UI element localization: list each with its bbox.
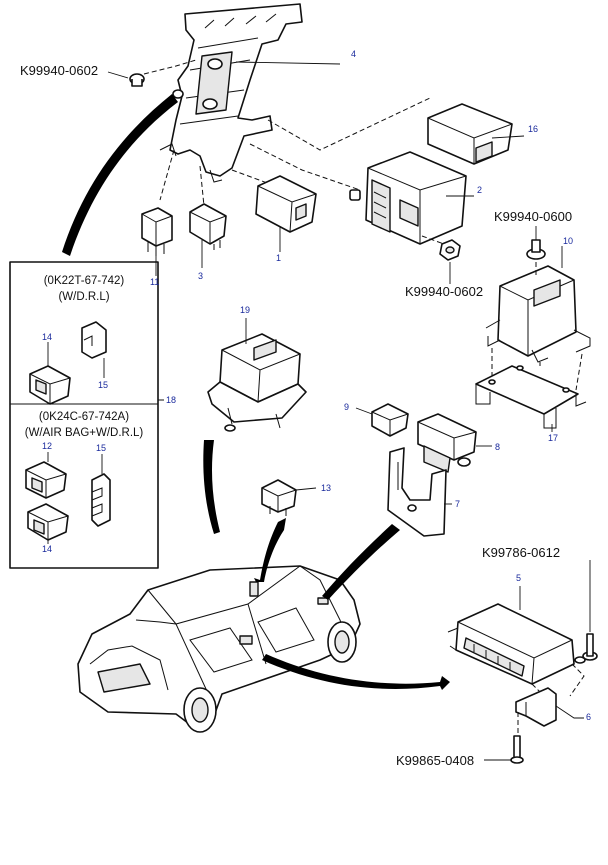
bolt-k99940-0600 [526,239,546,260]
leader-13 [295,487,317,491]
leader-0602-top [107,71,129,79]
bolt-k99940-0602-top [129,73,145,87]
flasher-unit-19 [207,333,307,432]
sweep-arrow-to-5 [262,654,450,690]
bolt-k99865-0408 [510,735,524,764]
dash-10-17 [491,348,583,391]
callout-15-variant2: 15 [96,443,106,453]
part-number-k99940-0602-top: K99940-0602 [20,63,98,78]
callout-15-variant1: 15 [98,380,108,390]
module-16 [427,103,513,165]
callout-7: 7 [455,499,460,509]
callout-2: 2 [477,185,482,195]
callout-3: 3 [198,271,203,281]
relay-3 [189,203,227,250]
sweep-arrow-to-box [62,94,178,256]
control-unit-2 [349,151,467,245]
dash-bracket-2 [249,143,361,191]
callout-9: 9 [344,402,349,412]
leader-9 [355,407,373,415]
callout-10: 10 [563,236,573,246]
callout-12: 12 [42,441,52,451]
callout-14-variant2: 14 [42,544,52,554]
bolt-k99786-0612 [582,633,598,661]
leader-6 [555,705,584,719]
sweep-arrow-to-13 [254,518,286,582]
callout-14-variant1: 14 [42,332,52,342]
variant2-code: (0K24C-67-742A) [39,411,129,423]
dash-bolt-bracket [143,59,197,75]
callout-8: 8 [495,442,500,452]
dash-2-nut [421,235,445,245]
part-number-k99786-0612: K99786-0612 [482,545,560,560]
dash-bracket-11 [159,149,175,201]
callout-4: 4 [351,49,356,59]
relay-13 [261,479,297,516]
clip-15-variant2 [91,473,111,527]
module-5 [447,603,586,685]
callout-17: 17 [548,433,558,443]
unit-8 [417,413,477,473]
sweep-arrow-from-19 [203,440,220,534]
callout-11: 11 [150,277,159,287]
part-number-k99940-0602-mid: K99940-0602 [405,284,483,299]
relay-14-variant2 [27,503,69,541]
variant2-description: (W/AIR BAG+W/D.R.L) [25,427,144,439]
callout-5: 5 [516,573,521,583]
clip-15-variant1 [81,321,107,359]
relay-bracket [159,3,303,183]
callout-6: 6 [586,712,591,722]
relay-12-variant2 [25,461,67,499]
bracket-6 [515,687,557,727]
leader-16 [491,135,525,139]
car-illustration [77,565,361,733]
part-number-k99865-0408: K99865-0408 [396,753,474,768]
dash-5-6 [531,663,585,697]
bracket-7 [387,447,447,537]
module-10 [485,265,591,363]
relay-1 [255,175,317,233]
part-number-k99940-0600: K99940-0600 [494,209,572,224]
sweep-arrow-from-7 [322,524,400,600]
relay-11 [141,207,173,256]
dash-bracket-3 [199,165,205,207]
dash-bracket-16 [267,97,431,151]
leader-18 [130,399,164,405]
callout-13: 13 [321,483,331,493]
callout-19: 19 [240,305,250,315]
variant1-code: (0K22T-67-742) [44,275,125,287]
bracket-17 [475,365,587,429]
relay-9 [371,403,409,437]
dash-bracket-1 [231,169,271,185]
callout-18: 18 [166,395,176,405]
leader-4 [235,61,341,65]
nut-k99940-0602-mid [439,239,461,261]
callout-16: 16 [528,124,538,134]
variant1-description: (W/D.R.L) [58,291,109,303]
callout-1: 1 [276,253,281,263]
